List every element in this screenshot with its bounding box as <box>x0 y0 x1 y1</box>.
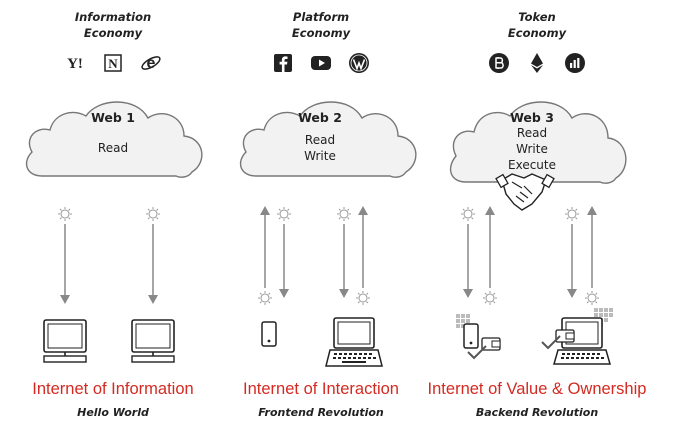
arrow-head <box>358 206 368 215</box>
arrow-head <box>485 206 495 215</box>
yahoo-logo-icon: Y! <box>67 56 83 72</box>
web3-connections <box>456 173 613 365</box>
arrow-head <box>148 295 158 304</box>
revolution-label: Internet of Value & Ownership <box>427 380 647 398</box>
economy-icons <box>208 52 434 74</box>
desktop-computer-icon <box>131 319 175 363</box>
arrow-head <box>279 289 289 298</box>
tagline: Backend Revolution <box>475 406 599 419</box>
cloud-line-execute: Execute <box>508 158 556 172</box>
economy-label-line1: Information <box>74 10 152 24</box>
web3-cloud <box>449 101 627 184</box>
node-icon <box>277 207 291 221</box>
arrow-head <box>463 289 473 298</box>
ethereum-icon <box>531 53 543 73</box>
web3-title: Web 3 <box>510 110 554 125</box>
economy-label: Token Economy <box>424 9 650 41</box>
economy-label-line2: Economy <box>83 26 143 40</box>
economy-icons <box>424 52 650 74</box>
tagline: Hello World <box>77 406 149 419</box>
node-icon <box>258 291 272 305</box>
facebook-icon <box>273 54 292 72</box>
economy-label: Platform Economy <box>208 9 434 41</box>
arrow-head <box>339 289 349 298</box>
arrow-head <box>567 289 577 298</box>
laptop-wallet-icon <box>541 308 613 365</box>
mobile-phone-icon <box>261 321 277 347</box>
chart-coin-icon <box>565 53 586 73</box>
revolution-label: Internet of Information <box>32 380 194 398</box>
web1-title: Web 1 <box>91 110 135 125</box>
node-icon <box>337 207 351 221</box>
ie-glyph: e <box>147 55 156 72</box>
web2-title: Web 2 <box>298 110 342 125</box>
node-icon <box>356 291 370 305</box>
web1-column: Information Economy Y! N e Web 1 Read <box>0 0 226 423</box>
arrow-head <box>587 206 597 215</box>
yahoo-glyph: Y! <box>67 56 83 72</box>
phone-wallet-icon <box>456 314 501 360</box>
desktop-computer-icon <box>43 319 87 363</box>
wordpress-icon <box>349 53 370 73</box>
youtube-icon <box>311 56 331 70</box>
node-icon <box>565 207 579 221</box>
laptop-icon <box>325 317 383 367</box>
revolution-label: Internet of Interaction <box>243 380 399 398</box>
node-icon <box>146 207 160 221</box>
economy-icons: Y! N e <box>0 52 226 74</box>
tagline: Frontend Revolution <box>258 406 384 419</box>
cloud-line-read: Read <box>304 133 336 147</box>
economy-label-line1: Platform <box>292 10 350 24</box>
newsnet-logo-icon: N <box>104 54 122 72</box>
cloud-line-read: Read <box>516 126 548 140</box>
cloud-line-write: Write <box>304 149 336 163</box>
web2-column: Platform Economy Web 2 Read Write <box>208 0 434 423</box>
economy-label-line2: Economy <box>291 26 351 40</box>
web2-connections <box>258 206 383 367</box>
arrow-head <box>260 206 270 215</box>
internet-explorer-icon: e <box>141 55 162 72</box>
node-icon <box>483 291 497 305</box>
cloud-line-read: Read <box>97 141 129 155</box>
economy-label-line2: Economy <box>507 26 567 40</box>
node-icon <box>461 207 475 221</box>
arrow-head <box>60 295 70 304</box>
cloud-line-write: Write <box>516 142 548 156</box>
web2-cloud <box>239 101 417 178</box>
bitcoin-icon <box>488 53 509 73</box>
newsnet-glyph: N <box>108 56 118 71</box>
node-icon <box>58 207 72 221</box>
economy-label-line1: Token <box>518 10 556 24</box>
web3-column: Token Economy Web 3 Read Write Execute <box>424 0 650 423</box>
handshake-icon <box>495 173 555 211</box>
web1-connections <box>43 207 175 363</box>
web1-cloud <box>25 101 203 178</box>
node-icon <box>585 291 599 305</box>
economy-label: Information Economy <box>0 9 226 41</box>
